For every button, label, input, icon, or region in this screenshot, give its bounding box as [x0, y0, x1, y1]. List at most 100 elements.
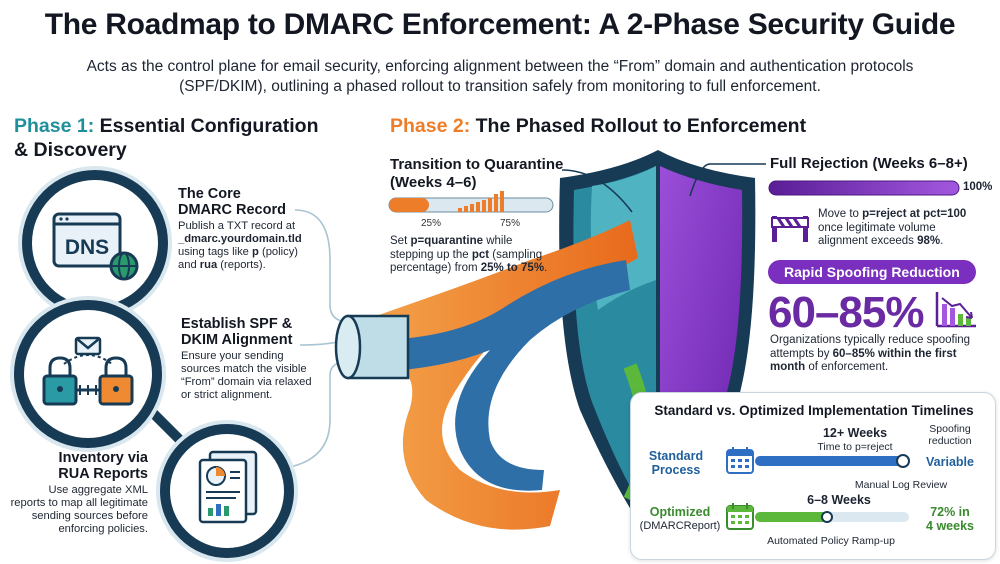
standard-note: Manual Log Review [854, 479, 948, 491]
optimized-label-line1: Optimized [649, 505, 711, 519]
text-run-bold: 98% [917, 235, 941, 247]
text-run-bold: 60–85% within the first [832, 347, 957, 360]
quarantine-body-line3: percentage) from 25% to 75%. [390, 262, 590, 276]
alignment-body-line4: or strict alignment. [181, 389, 273, 401]
orange-flow-band [370, 220, 638, 530]
quarantine-heading-line2: (Weeks 4–6) [390, 174, 477, 191]
barrier-icon [771, 216, 809, 242]
quarantine-pct-high: 75% [500, 218, 521, 229]
text-run: of enforcement. [805, 361, 889, 373]
subtitle-line-1: Acts as the control plane for email secu… [86, 58, 914, 75]
quarantine-body: Set p=quarantine while stepping up the p… [390, 235, 590, 276]
dns-icon-text: DNS [65, 236, 109, 259]
standard-timeline-bar [755, 454, 910, 468]
alignment-step-circle [14, 300, 162, 448]
standard-calendar-icon [726, 447, 754, 474]
optimized-duration: 6–8 Weeks [807, 493, 871, 507]
text-run-bold: month [770, 361, 806, 373]
text-run: . [544, 262, 548, 274]
rejection-body-line3: alignment exceeds 98%. [818, 235, 993, 249]
alignment-body: Ensure your sending sources match the vi… [181, 350, 341, 402]
phase1-title-line2: & Discovery [14, 139, 127, 161]
dns-step-circle: DNS [22, 170, 168, 316]
quarantine-body-line1: Set p=quarantine while [390, 235, 590, 249]
page-subtitle: Acts as the control plane for email secu… [30, 57, 970, 97]
alignment-heading-line1: Establish SPF & [181, 316, 293, 332]
optimized-process-label: Optimized (DMARCReport) [635, 505, 725, 533]
dmarc-record-step: The Core DMARC Record Publish a TXT reco… [178, 186, 338, 272]
optimized-calendar-icon [726, 503, 754, 530]
rejection-bar [768, 180, 960, 196]
pointer-lines [561, 163, 766, 213]
rejection-body-line1: Move to p=reject at pct=100 [818, 208, 993, 222]
text-run: (sampling [489, 248, 543, 261]
standard-process-label: Standard Process [641, 449, 711, 477]
text-run: using tags like [178, 246, 253, 258]
text-run: while [483, 235, 513, 247]
alignment-step: Establish SPF & DKIM Alignment Ensure yo… [181, 316, 341, 402]
spoofing-body-line3: month of enforcement. [770, 361, 996, 375]
phase2-heading: Phase 2: The Phased Rollout to Enforceme… [390, 114, 810, 138]
optimized-label-line2: (DMARCReport) [639, 520, 721, 532]
dmarc-record-body-line1: Publish a TXT record at [178, 220, 296, 232]
alignment-body-line3: “From” domain via relaxed [181, 376, 312, 388]
text-run-bold: p=reject at pct=100 [862, 208, 967, 220]
declining-chart-icon [935, 292, 976, 328]
blue-flow-band [370, 260, 630, 491]
alignment-body-line1: Ensure your sending [181, 350, 284, 362]
rejection-heading: Full Rejection (Weeks 6–8+) [770, 155, 968, 172]
text-run: Set [390, 235, 411, 247]
alignment-heading-line2: DKIM Alignment [181, 332, 293, 348]
optimized-timeline-bar [755, 511, 909, 523]
standard-label-line2: Process [651, 463, 701, 477]
dmarc-record-heading: The Core DMARC Record [178, 186, 338, 218]
spoofing-reduction-column-head: Spoofing reduction [915, 423, 985, 447]
text-run-bold: pct [471, 248, 490, 261]
dns-globe-icon: DNS [52, 212, 139, 281]
optimized-result-line1: 72% in [930, 505, 970, 519]
quarantine-heading-line1: Transition to Quarantine [390, 156, 564, 173]
text-run: attempts by [770, 347, 833, 360]
quarantine-body-line2: stepping up the pct (sampling [390, 249, 590, 263]
rejection-bar-value: 100% [963, 181, 993, 193]
text-run-bold: p=quarantine [410, 235, 483, 247]
rua-reports-heading-line2: RUA Reports [58, 466, 148, 482]
spoofing-reduction-pill: Rapid Spoofing Reduction [768, 260, 976, 284]
phase2-number: Phase 2: [390, 115, 471, 137]
rua-reports-heading: Inventory via RUA Reports [4, 450, 148, 482]
result-head-line1: Spoofing [929, 423, 971, 435]
rua-reports-body-line2: reports to map all legitimate [10, 497, 148, 509]
quarantine-heading: Transition to Quarantine (Weeks 4–6) [390, 156, 600, 192]
result-head-line2: reduction [928, 435, 972, 447]
ramp-steps [458, 191, 504, 212]
dmarc-record-body-line3: using tags like p (policy) [178, 246, 338, 259]
rua-reports-body: Use aggregate XML reports to map all leg… [4, 484, 148, 536]
spoofing-body-line2: attempts by 60–85% within the first [770, 348, 996, 362]
quarantine-panel: Transition to Quarantine (Weeks 4–6) [390, 156, 600, 192]
phase1-number: Phase 1: [14, 115, 95, 137]
standard-duration: 12+ Weeks [822, 426, 888, 440]
phase1-heading: Phase 1: Essential Configuration & Disco… [14, 114, 344, 162]
text-run: (reports). [217, 259, 266, 271]
optimized-result-line2: 4 weeks [926, 519, 974, 533]
subtitle-line-2: (SPF/DKIM), outlining a phased rollout t… [179, 78, 821, 95]
alignment-heading: Establish SPF & DKIM Alignment [181, 316, 341, 348]
timelines-title: Standard vs. Optimized Implementation Ti… [654, 403, 974, 418]
quarantine-pct-low: 25% [421, 218, 442, 229]
dmarc-record-heading-line2: DMARC Record [178, 202, 286, 218]
text-run: . [940, 235, 944, 247]
phase2-title: The Phased Rollout to Enforcement [475, 115, 807, 137]
standard-duration-sub: Time to p=reject [817, 441, 893, 453]
text-run: and [178, 259, 200, 271]
optimized-note: Automated Policy Ramp-up [767, 535, 895, 547]
text-run: stepping up the [390, 248, 472, 261]
rua-reports-body-line4: enforcing policies. [58, 523, 148, 535]
text-run-bold: 25% to 75% [480, 262, 545, 274]
phase1-title: Essential Configuration [99, 115, 319, 137]
timelines-panel: Standard vs. Optimized Implementation Ti… [630, 392, 996, 560]
rejection-body-line2: once legitimate volume [818, 221, 936, 234]
spoofing-reduction-stat: 60–85% [768, 288, 924, 337]
text-run: alignment exceeds [818, 235, 918, 247]
text-run: percentage) from [390, 262, 481, 274]
alignment-body-line2: sources match the visible [181, 363, 307, 375]
